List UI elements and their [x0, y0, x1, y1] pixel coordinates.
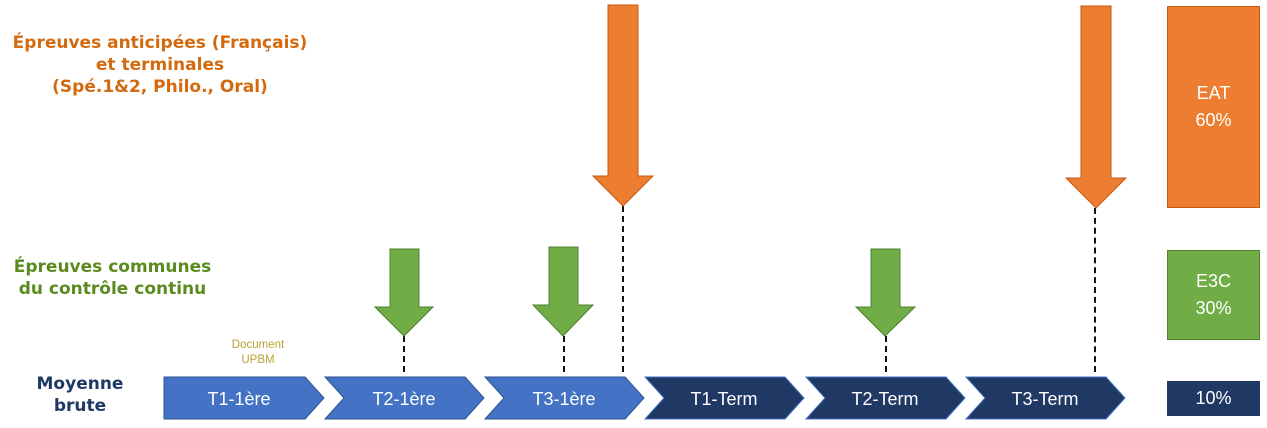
document-note-line: Document: [231, 339, 285, 351]
eat-label-line: Épreuves anticipées (Français): [12, 33, 308, 53]
timeline-segment-t1-term: [643, 376, 805, 420]
dashed-connector: [622, 206, 624, 372]
eat-arrow-2: [1064, 5, 1128, 209]
dashed-connector: [885, 336, 887, 372]
dashed-connector: [403, 336, 405, 372]
eat-label-line: (Spé.1&2, Philo., Oral): [52, 77, 268, 98]
timeline-segment-t2-1ere: [323, 376, 485, 420]
timeline-label: T1-Term: [691, 389, 758, 409]
e3c-arrow-2: [531, 246, 595, 337]
timeline-label: T3-Term: [1012, 389, 1079, 409]
moyenne-label-line: Moyenne: [36, 374, 124, 394]
eat-box-name: EAT: [1196, 83, 1231, 103]
moyenne-label-line: brute: [53, 396, 107, 417]
moyenne-weight-box: 10%: [1167, 381, 1260, 416]
timeline-label: T3-1ère: [532, 389, 595, 409]
e3c-label-line: du contrôle continu: [18, 279, 207, 300]
timeline-label: T2-Term: [852, 389, 919, 409]
timeline-segment-t3-term: [964, 376, 1126, 420]
e3c-label-line: Épreuves communes: [13, 257, 212, 277]
timeline-segment-t1-1ere: [163, 376, 325, 420]
eat-box-percent: 60%: [1195, 110, 1232, 130]
timeline-segment-t3-1ere: [483, 376, 645, 420]
document-note: Document UPBM: [220, 338, 296, 368]
dashed-connector: [563, 336, 565, 372]
eat-weight-box: EAT 60%: [1167, 6, 1260, 208]
dashed-connector: [1094, 208, 1096, 372]
e3c-arrow-3: [854, 248, 917, 337]
eat-label-line: et terminales: [95, 55, 225, 76]
e3c-box-percent: 30%: [1195, 298, 1232, 318]
timeline-label: T1-1ère: [207, 389, 270, 409]
e3c-box-name: E3C: [1195, 271, 1231, 291]
moyenne-box-percent: 10%: [1195, 388, 1232, 408]
timeline-segment-t2-term: [804, 376, 966, 420]
eat-label: Épreuves anticipées (Français) et termin…: [0, 32, 320, 98]
eat-arrow-1: [591, 4, 655, 207]
e3c-arrow-1: [373, 248, 435, 337]
e3c-label: Épreuves communes du contrôle continu: [0, 256, 225, 300]
timeline-label: T2-1ère: [372, 389, 435, 409]
moyenne-brute-label: Moyenne brute: [0, 373, 160, 417]
document-note-line: UPBM: [241, 353, 275, 366]
e3c-weight-box: E3C 30%: [1167, 250, 1260, 340]
